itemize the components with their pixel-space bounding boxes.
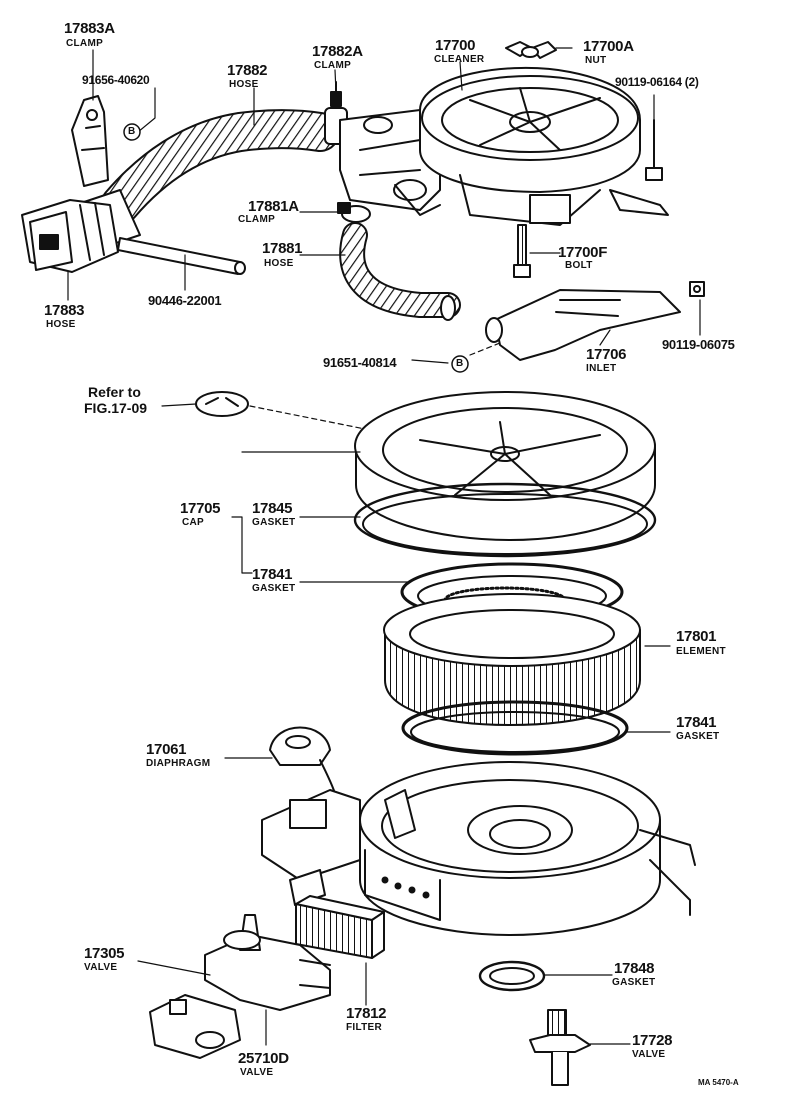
part-number-91656-40620: 91656-40620 [82,73,150,87]
part-number-17841-upper: 17841 [252,566,293,583]
part-number-17812: 17812 [346,1005,387,1022]
part-name-17728: VALVE [632,1049,666,1060]
part-name-17812: FILTER [346,1022,383,1033]
reference-dashed-line [249,405,471,451]
clamp-17883a [71,95,109,187]
clamp-17881a [337,202,371,223]
gasket-17848 [478,960,546,992]
part-name-17841-lower: GASKET [676,731,720,742]
part-number-17728: 17728 [632,1032,673,1049]
filter-17812 [295,895,385,959]
part-number-25710d: 25710D [238,1050,289,1067]
tube-90446-22001 [117,237,246,275]
drawing-code: MA 5470-A [698,1078,739,1087]
part-number-17706: 17706 [586,346,627,363]
hose-17881 [339,222,461,321]
gasket-17845 [353,482,657,558]
part-number-17305: 17305 [84,945,125,962]
part-name-17883a: CLAMP [66,38,104,49]
air-cleaner-17700 [419,66,641,226]
wing-nut-reference-part [195,391,249,417]
part-name-17845: GASKET [252,517,296,528]
bolt-90119-06075 [689,281,705,297]
part-number-17801: 17801 [676,628,717,645]
part-name-17882a: CLAMP [314,60,352,71]
part-number-90119-06075: 90119-06075 [662,337,735,352]
valve-17728 [529,1009,591,1086]
leader-lines [67,47,701,1046]
part-number-17882a: 17882A [312,43,363,60]
valve-17305 [204,914,331,1011]
part-number-17700a: 17700A [583,38,634,55]
part-name-17700: CLEANER [434,54,485,65]
bolt-17700f [513,224,531,278]
part-number-17881a: 17881A [248,198,299,215]
hose-17883 [21,199,119,273]
part-number-17700f: 17700F [558,244,608,261]
part-name-17706: INLET [586,363,617,374]
valve-25710d [149,994,241,1059]
part-number-17841-lower: 17841 [676,714,717,731]
part-number-17845: 17845 [252,500,293,517]
part-number-17061: 17061 [146,741,187,758]
part-name-17305: VALVE [84,962,118,973]
part-number-91651-40814: 91651-40814 [323,355,397,370]
part-number-17882: 17882 [227,62,268,79]
part-name-17881a: CLAMP [238,214,276,225]
part-number-90119-06164: 90119-06164 (2) [615,75,699,89]
part-number-17700: 17700 [435,37,476,54]
part-name-17841-upper: GASKET [252,583,296,594]
part-number-90446-22001: 90446-22001 [148,293,222,308]
part-name-17700a: NUT [585,55,607,66]
bolt-90119-06164 [609,119,669,216]
cap-17705 [354,391,656,541]
inlet-17706 [485,289,681,361]
part-name-17061: DIAPHRAGM [146,758,211,769]
callout-circle-b-upper [123,123,141,141]
part-name-17705: CAP [182,517,205,528]
part-number-17883a: 17883A [64,20,115,37]
air-cleaner-housing [359,761,696,936]
element-17801 [383,593,641,726]
part-number-17705: 17705 [180,500,221,517]
part-name-17700f: BOLT [565,260,593,271]
part-name-17848: GASKET [612,977,656,988]
part-name-17881: HOSE [264,258,294,269]
callout-letter-b-lower: B [456,358,464,369]
part-number-17883: 17883 [44,302,85,319]
part-name-17883: HOSE [46,319,76,330]
gasket-17841-lower [401,700,629,756]
part-number-17881: 17881 [262,240,303,257]
valve-bracket [261,789,361,906]
part-name-25710d: VALVE [240,1067,274,1078]
callout-letter-b-upper: B [128,126,136,137]
callout-circle-b-lower [451,355,469,373]
reference-note-line2: FIG.17-09 [84,400,148,416]
part-number-17848: 17848 [614,960,655,977]
part-name-17801: ELEMENT [676,646,726,657]
part-name-17882: HOSE [229,79,259,90]
wing-nut-17700a [505,41,557,59]
reference-note-line1: Refer to [88,384,141,400]
